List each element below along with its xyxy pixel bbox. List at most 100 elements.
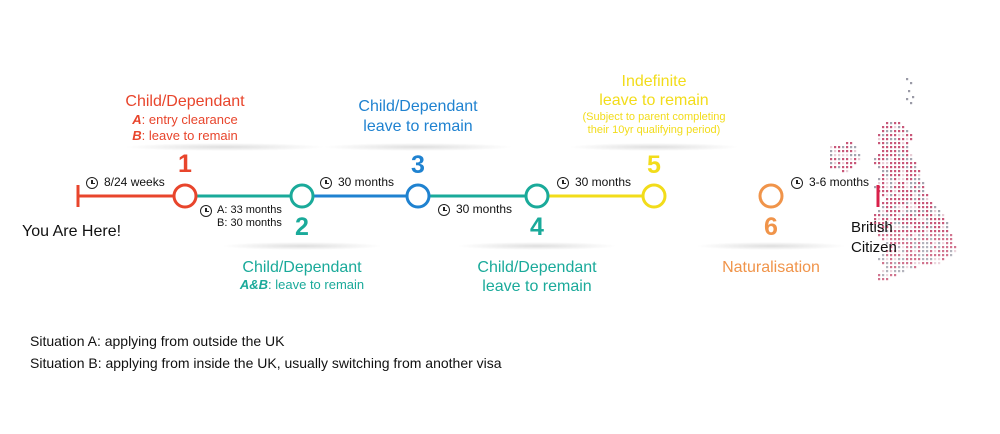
end-label-line-1: British [851, 219, 893, 236]
map-dot [874, 158, 877, 161]
map-dot [886, 254, 889, 257]
map-dot [918, 258, 921, 261]
map-dot [914, 238, 917, 241]
map-dot [898, 194, 901, 197]
map-dot [908, 90, 911, 93]
duration-6: 3-6 months [809, 175, 870, 189]
map-dot [918, 178, 921, 181]
map-dot [938, 230, 941, 233]
map-dot [878, 166, 881, 169]
map-dot [922, 210, 925, 213]
map-dot [906, 234, 909, 237]
map-dot [898, 222, 901, 225]
map-dot [890, 130, 893, 133]
map-dot [942, 234, 945, 237]
map-dot [938, 234, 941, 237]
clock-icon [557, 177, 569, 189]
map-dot [850, 162, 853, 165]
map-dot [898, 246, 901, 249]
map-dot [890, 214, 893, 217]
map-dot [886, 226, 889, 229]
map-dot [906, 222, 909, 225]
map-dot [886, 162, 889, 165]
map-dot [898, 234, 901, 237]
map-dot [918, 246, 921, 249]
map-dot [886, 206, 889, 209]
map-dot [890, 242, 893, 245]
map-dot [938, 246, 941, 249]
step-2-detail: A&B: leave to remain [239, 277, 365, 292]
map-dot [874, 214, 877, 217]
map-dot [902, 250, 905, 253]
map-dot [914, 242, 917, 245]
map-dot [882, 238, 885, 241]
map-dot [918, 230, 921, 233]
map-dot [906, 246, 909, 249]
map-dot [874, 218, 877, 221]
map-dot [886, 174, 889, 177]
map-dot [942, 258, 945, 261]
map-dot [906, 130, 909, 133]
map-dot [886, 278, 889, 281]
map-dot [894, 274, 897, 277]
map-dot [918, 174, 921, 177]
map-dot [934, 222, 937, 225]
map-dot [882, 170, 885, 173]
map-dot [890, 134, 893, 137]
map-dot [902, 174, 905, 177]
map-dot [854, 154, 857, 157]
map-dot [930, 222, 933, 225]
map-dot [890, 202, 893, 205]
map-dot [898, 254, 901, 257]
map-dot [910, 158, 913, 161]
map-dot [914, 206, 917, 209]
map-dot [914, 198, 917, 201]
map-dot [914, 246, 917, 249]
map-dot [894, 210, 897, 213]
map-dot [912, 96, 915, 99]
map-dot [918, 254, 921, 257]
map-dot [906, 154, 909, 157]
map-dot [914, 162, 917, 165]
map-dot [902, 126, 905, 129]
map-dot [898, 178, 901, 181]
map-dot [890, 246, 893, 249]
map-dot [930, 242, 933, 245]
map-dot [918, 214, 921, 217]
map-dot [894, 234, 897, 237]
map-dot [878, 234, 881, 237]
map-dot [890, 182, 893, 185]
map-dot [898, 270, 901, 273]
map-dot [926, 250, 929, 253]
map-dot [898, 134, 901, 137]
map-dot [878, 134, 881, 137]
map-dot [886, 130, 889, 133]
map-dot [906, 158, 909, 161]
map-dot [898, 198, 901, 201]
map-dot [906, 266, 909, 269]
map-dot [914, 222, 917, 225]
map-dot [934, 242, 937, 245]
map-dot [918, 262, 921, 265]
duration-2-line-1: A: 33 months [217, 204, 282, 216]
map-dot [918, 194, 921, 197]
label-shadow [569, 143, 739, 151]
map-dot [890, 158, 893, 161]
map-dot [886, 250, 889, 253]
map-dot [914, 226, 917, 229]
map-dot [946, 250, 949, 253]
map-dot [858, 158, 861, 161]
map-dot [946, 222, 949, 225]
map-dot [842, 154, 845, 157]
step-2-title: Child/Dependant [242, 259, 362, 276]
map-dot [846, 166, 849, 169]
map-dot [878, 138, 881, 141]
map-dot [910, 246, 913, 249]
map-dot [930, 254, 933, 257]
map-dot [898, 170, 901, 173]
map-dot [886, 154, 889, 157]
map-dot [938, 226, 941, 229]
map-dot [930, 262, 933, 265]
map-dot [906, 202, 909, 205]
